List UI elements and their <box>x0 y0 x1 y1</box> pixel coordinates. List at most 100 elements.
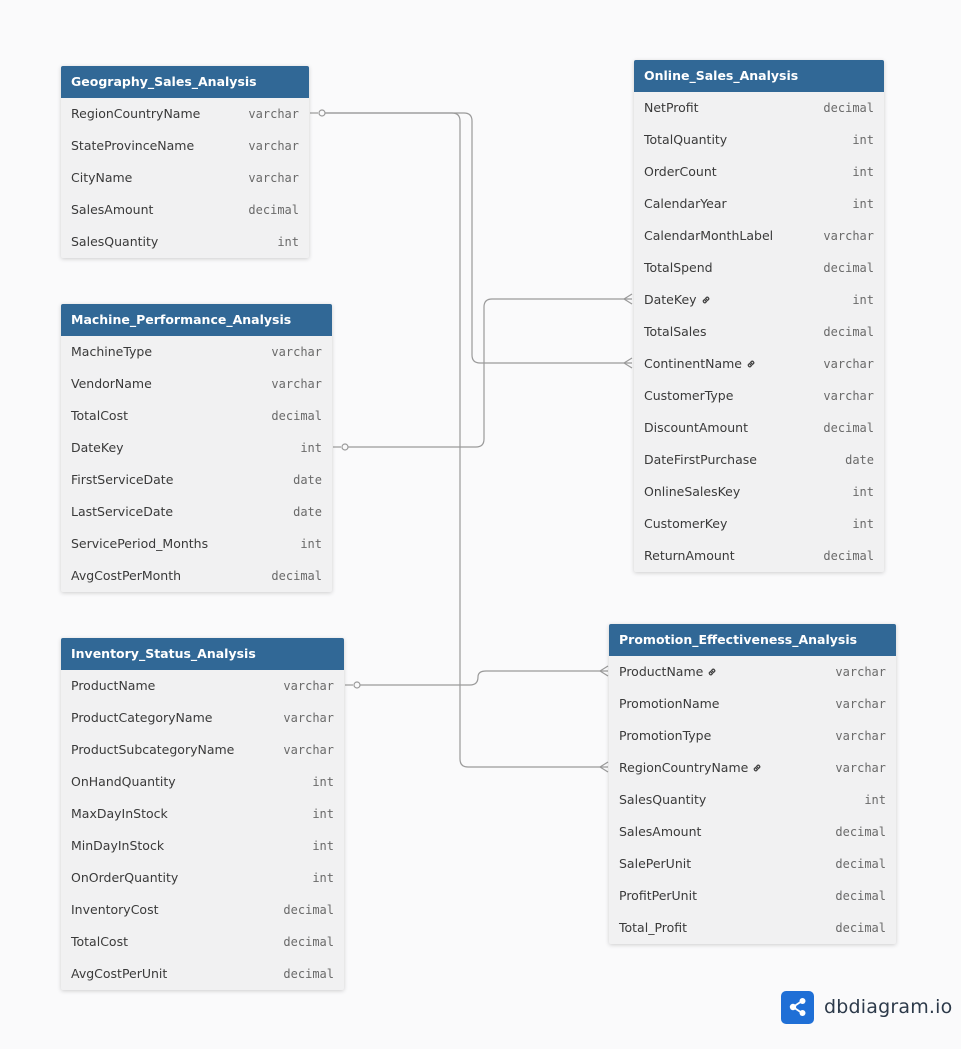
column-name: SalesQuantity <box>619 784 706 816</box>
column-name-text: ServicePeriod_Months <box>71 536 209 551</box>
column-name: TotalCost <box>71 926 128 958</box>
column-name-text: CalendarYear <box>644 196 727 211</box>
column-name: InventoryCost <box>71 894 159 926</box>
table-machine-performance-analysis[interactable]: Machine_Performance_Analysis MachineType… <box>61 304 332 592</box>
column-type: int <box>277 235 299 249</box>
column-type: decimal <box>835 857 886 871</box>
table-geography-sales-analysis[interactable]: Geography_Sales_Analysis RegionCountryNa… <box>61 66 309 258</box>
column-name: TotalSales <box>644 316 706 348</box>
column-type: decimal <box>823 101 874 115</box>
table-row[interactable]: CustomerKey int <box>634 508 884 540</box>
table-header[interactable]: Inventory_Status_Analysis <box>61 638 344 670</box>
column-name: CalendarYear <box>644 188 727 220</box>
table-row[interactable]: TotalCost decimal <box>61 926 344 958</box>
table-header[interactable]: Promotion_Effectiveness_Analysis <box>609 624 896 656</box>
column-name: ProductSubcategoryName <box>71 734 234 766</box>
connector-geography-promotion[interactable] <box>322 112 608 768</box>
column-name: OnOrderQuantity <box>71 862 178 894</box>
column-name-text: StateProvinceName <box>71 138 195 153</box>
column-type: int <box>852 517 874 531</box>
column-name: CustomerKey <box>644 508 727 540</box>
column-name-text: MinDayInStock <box>71 838 165 853</box>
column-name-text: ReturnAmount <box>644 548 735 563</box>
column-name: PromotionName <box>619 688 719 720</box>
column-type: int <box>852 165 874 179</box>
link-icon <box>753 764 761 772</box>
column-type: date <box>293 505 322 519</box>
column-name: DateFirstPurchase <box>644 444 757 476</box>
connector-geography-online[interactable] <box>322 112 632 364</box>
many-marker <box>623 357 633 369</box>
column-type: decimal <box>283 935 334 949</box>
column-name: OnHandQuantity <box>71 766 176 798</box>
connector-machine-online[interactable] <box>345 298 632 448</box>
link-icon <box>708 668 716 676</box>
column-name: CityName <box>71 162 132 194</box>
column-type: int <box>300 441 322 455</box>
column-name: ProductName <box>71 670 155 702</box>
many-marker <box>599 761 609 773</box>
table-promotion-effectiveness-analysis[interactable]: Promotion_Effectiveness_Analysis Product… <box>609 624 896 944</box>
column-name-text: CityName <box>71 170 133 185</box>
one-marker <box>341 443 349 451</box>
dbdiagram-logo[interactable]: dbdiagram.io <box>781 990 952 1024</box>
column-name-text: TotalCost <box>71 408 128 423</box>
table-header[interactable]: Geography_Sales_Analysis <box>61 66 309 98</box>
column-name: CustomerType <box>644 380 733 412</box>
column-name: ProductCategoryName <box>71 702 212 734</box>
table-header[interactable]: Online_Sales_Analysis <box>634 60 884 92</box>
table-header[interactable]: Machine_Performance_Analysis <box>61 304 332 336</box>
share-nodes-icon <box>781 990 814 1024</box>
column-name-text: CustomerKey <box>644 516 728 531</box>
connector-inventory-promotion[interactable] <box>357 670 608 686</box>
